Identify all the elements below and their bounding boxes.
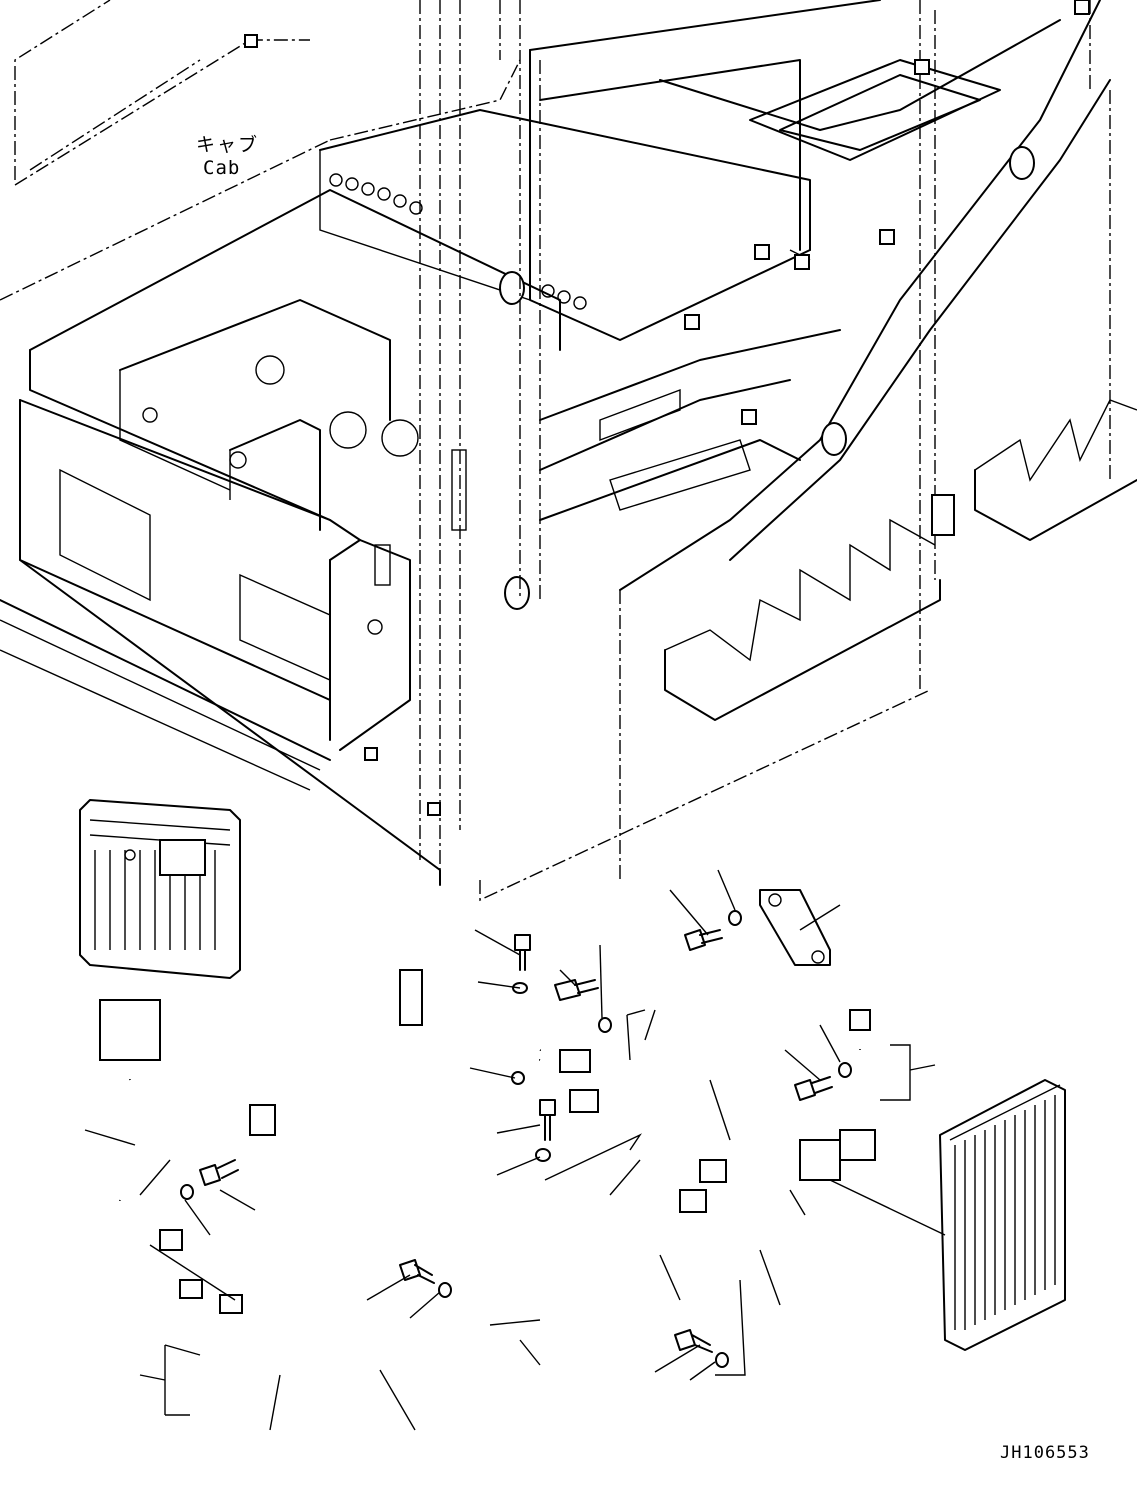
leader-lines <box>84 249 946 1431</box>
cab-frame <box>0 189 561 886</box>
frame-nuts <box>244 0 1090 816</box>
cab-outline <box>0 0 521 301</box>
fasteners <box>180 910 852 1368</box>
drawing-code: JH106553 <box>1000 1443 1090 1463</box>
mounting-plate <box>759 889 831 966</box>
mounting-brackets <box>664 399 1137 721</box>
left-controller <box>79 799 241 979</box>
wiring-harness <box>99 969 876 1447</box>
rear-frame <box>319 0 1111 610</box>
right-controller <box>939 1079 1066 1351</box>
cab-label-japanese: キャブ <box>196 134 260 156</box>
cab-label-english: Cab <box>203 157 241 179</box>
cab-pillars <box>419 0 1111 902</box>
